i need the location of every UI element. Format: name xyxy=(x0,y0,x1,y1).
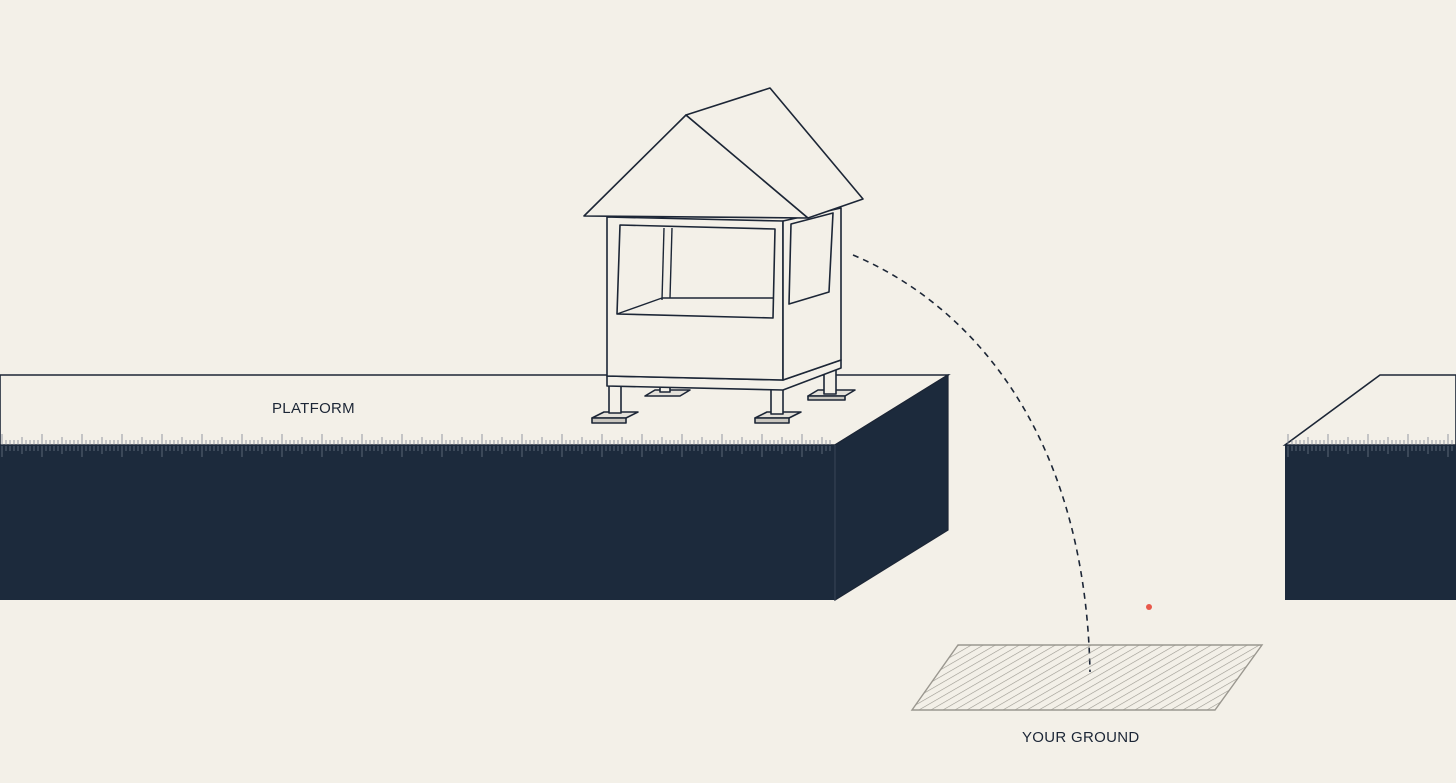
left-platform-front xyxy=(0,445,835,600)
house-front-window xyxy=(616,224,776,319)
drop-arc xyxy=(852,254,1091,673)
house-side-window xyxy=(788,212,834,305)
your-ground-label: YOUR GROUND xyxy=(1022,729,1139,746)
left-platform xyxy=(0,373,951,602)
ruler-ticks-right xyxy=(1287,434,1453,457)
your-ground-patch xyxy=(910,644,1264,711)
right-platform xyxy=(1282,374,1456,600)
accent-dot xyxy=(1146,604,1152,610)
house-illustration xyxy=(583,87,864,424)
ruler-ticks-left xyxy=(1,434,831,457)
right-platform-front xyxy=(1285,445,1456,600)
house-roof-side xyxy=(685,87,864,219)
right-platform-top xyxy=(1282,374,1456,446)
left-platform-top xyxy=(0,374,951,446)
platform-label: PLATFORM xyxy=(272,400,355,417)
